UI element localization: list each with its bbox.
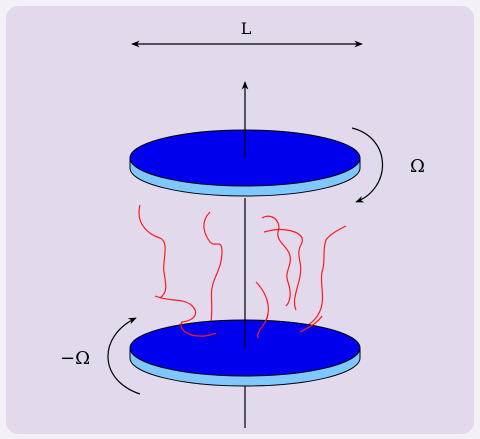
filament-ends: [180, 313, 323, 339]
filament: [301, 225, 347, 329]
bottom-rotation-arrow: [107, 317, 141, 395]
filament: [138, 204, 167, 299]
filament-end: [180, 321, 217, 337]
filament: [263, 228, 303, 311]
filament-end: [299, 315, 323, 333]
filament-end: [257, 313, 269, 339]
omega-top-label: Ω: [410, 156, 425, 177]
top-rotation-arrow: [351, 127, 384, 203]
filament: [203, 211, 223, 331]
bottom-disk: [129, 319, 361, 387]
top-disk: [129, 129, 361, 197]
length-label: L: [241, 19, 252, 38]
omega-bottom-label: −Ω: [60, 348, 90, 369]
filament: [261, 215, 291, 307]
